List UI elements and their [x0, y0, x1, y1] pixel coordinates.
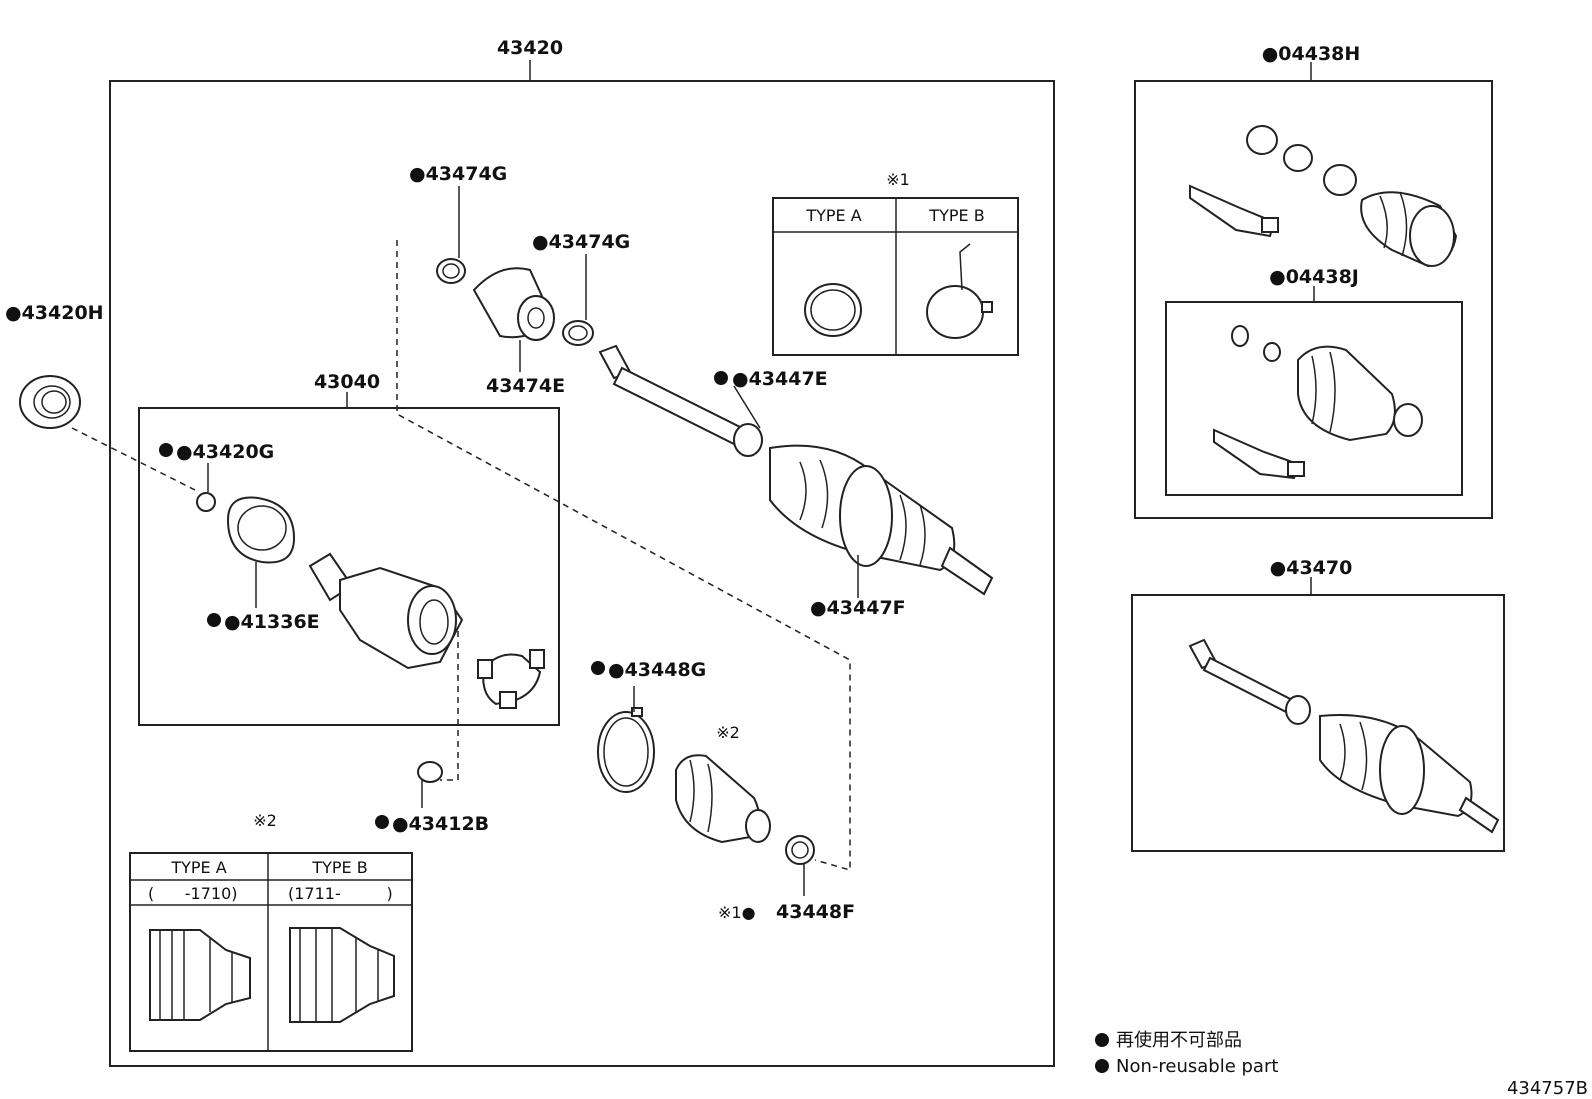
- inner-boot: [675, 754, 771, 844]
- drive-shaft-outer: [598, 344, 994, 596]
- snap-ring-43420g: [196, 492, 216, 512]
- boot-kit-outer-frame: [1134, 80, 1493, 519]
- boot-type-b-header: TYPE B: [311, 858, 367, 877]
- oil-seal-43420h: [19, 375, 81, 429]
- boot-type-a-header: TYPE A: [170, 858, 226, 877]
- label-snap-ring-b: ●43412B: [392, 813, 489, 835]
- clamp-43474g-a: [436, 258, 466, 284]
- legend: 再使用不可部品 Non-reusable part: [1095, 1030, 1278, 1077]
- boot-band-43448g: [597, 711, 655, 793]
- boot-type-a-range: ( -1710): [148, 884, 238, 903]
- legend-jp: 再使用不可部品: [1116, 1030, 1242, 1051]
- dynamic-damper-43474e: [472, 267, 555, 341]
- clamp-43474g-b: [562, 320, 594, 346]
- label-clamp-top-a: ●43474G: [409, 163, 507, 185]
- clamp-type-b-header: TYPE B: [928, 206, 984, 225]
- shaft-asm-frame: [1131, 594, 1505, 852]
- label-snap-ring-g: ●43420G: [176, 441, 274, 463]
- clamp-type-table: TYPE A TYPE B: [772, 197, 1019, 356]
- figure-id: 434757B: [1507, 1078, 1588, 1099]
- boot-kit-outer-parts: [1189, 125, 1458, 268]
- ref2-mark: ※2: [253, 811, 277, 830]
- label-bearing: ●41336E: [224, 611, 320, 633]
- inner-joint-frame: [138, 407, 560, 726]
- ref1-mark: ※1: [886, 170, 910, 189]
- tripod-joint: [477, 649, 545, 709]
- label-inner-joint: 43040: [314, 371, 380, 393]
- label-inner-clamp-prefix: ※1●: [718, 903, 756, 922]
- boot-type-table: TYPE A TYPE B ( -1710) (1711- ): [129, 852, 413, 1052]
- label-inner-band: ●43448G: [608, 659, 706, 681]
- label-clamp-top-b: ●43474G: [532, 231, 630, 253]
- label-outer-clamp: ●43447E: [732, 368, 828, 390]
- ref2-mark-b: ※2: [716, 723, 740, 742]
- clamp-type-a-header: TYPE A: [805, 206, 861, 225]
- snap-ring-43412b: [417, 761, 443, 783]
- legend-en: Non-reusable part: [1116, 1056, 1278, 1077]
- assembly-frame: [109, 80, 1055, 1067]
- clamp-type-a-icon: [804, 283, 862, 337]
- boot-type-b-range: (1711- ): [288, 884, 393, 903]
- inner-joint-housing: [308, 552, 464, 670]
- label-boot-kit-outer: ●04438H: [1262, 43, 1361, 65]
- clamp-type-b-icon: [926, 285, 984, 339]
- legend-dot-jp: [1095, 1033, 1109, 1047]
- label-inner-clamp: 43448F: [776, 901, 855, 923]
- bearing-41336e: [226, 496, 296, 564]
- legend-dot-en: [1095, 1059, 1109, 1073]
- label-boot-kit-inner: ●04438J: [1269, 266, 1359, 288]
- label-outer-boot-band: ●43447F: [810, 597, 906, 619]
- boot-type-a-icon: [149, 929, 251, 1021]
- clamp-43448f: [785, 835, 815, 865]
- drive-shaft-asm-43470: [1188, 638, 1500, 834]
- label-assembly: 43420: [497, 37, 563, 59]
- label-seal: ●43420H: [5, 302, 104, 324]
- label-shaft-asm: ●43470: [1270, 557, 1353, 579]
- label-damper: 43474E: [486, 375, 565, 397]
- boot-kit-inner-parts: [1213, 325, 1423, 480]
